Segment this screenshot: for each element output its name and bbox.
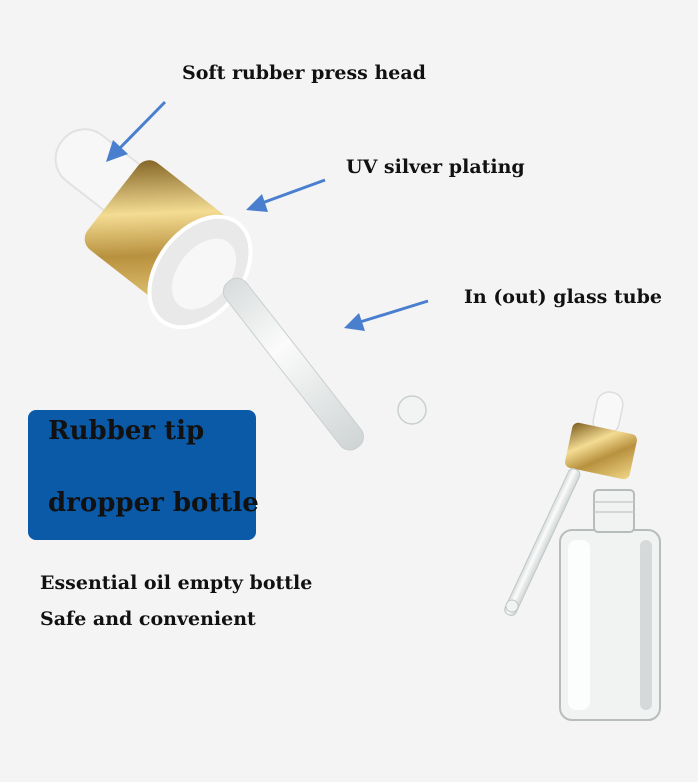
callout-uv-silver-plating: UV silver plating — [346, 156, 525, 178]
callout-glass-tube: In (out) glass tube — [464, 286, 662, 308]
arrow-uv-plating-icon — [246, 178, 326, 212]
large-dropper — [54, 128, 427, 451]
description-line-1: Essential oil empty bottle — [40, 572, 313, 594]
product-banner: Rubber tip dropper bottle — [28, 410, 259, 540]
description-line-2: Safe and convenient — [40, 608, 256, 630]
banner-line-1: Rubber tip — [48, 416, 205, 446]
callout-soft-rubber-press-head: Soft rubber press head — [182, 62, 426, 84]
arrow-glass-tube-icon — [344, 299, 429, 331]
arrow-soft-rubber-icon — [106, 100, 167, 162]
dropper-bottle — [504, 391, 661, 721]
banner-line-2: dropper bottle — [48, 488, 259, 518]
